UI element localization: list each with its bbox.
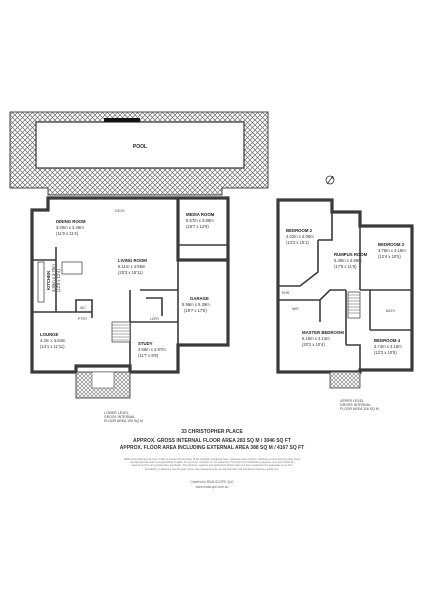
stairs-lower bbox=[111, 321, 131, 343]
bath-label: BATH bbox=[386, 309, 396, 313]
rumpus-name: RUMPUS ROOM bbox=[334, 252, 368, 257]
master-size-ft: (20'2 x 10'4) bbox=[302, 342, 325, 347]
rumpus-size: 5.30m x 3.69m bbox=[334, 258, 362, 263]
bedroom4-size: 3.74m x 3.18m bbox=[374, 344, 402, 349]
bedroom2-size: 4.02m x 3.08m bbox=[286, 234, 314, 239]
bedroom3-name: BEDROOM 3 bbox=[378, 242, 405, 247]
external-floor-area: APPROX. FLOOR AREA INCLUDING EXTERNAL AR… bbox=[119, 445, 305, 451]
wc-label: WC bbox=[80, 306, 86, 310]
disclaimer-line: While every attempt has been made to ens… bbox=[123, 458, 301, 461]
credit-line1: Created by REALSCOPE QLD bbox=[190, 480, 234, 484]
master-size: 6.15m x 3.14m bbox=[302, 336, 330, 341]
disclaimer-line: used as such by any prospective purchase… bbox=[131, 464, 293, 468]
disclaimer: While every attempt has been made to ens… bbox=[62, 458, 362, 471]
study-size: 3.56m x 2.97m bbox=[138, 347, 166, 352]
study-size-ft: (11'7 x 9'9) bbox=[138, 353, 159, 358]
credit-line2: www.realscope.com.au bbox=[195, 485, 229, 489]
kitchen-island bbox=[61, 261, 83, 275]
pool-deck bbox=[9, 111, 269, 196]
bedroom4-name: BEDROOM 4 bbox=[374, 338, 401, 343]
pool bbox=[35, 121, 245, 169]
upper-level-line2: GROSS INTERNAL bbox=[340, 403, 371, 407]
bedroom2-name: BEDROOM 2 bbox=[286, 228, 313, 233]
garage-size-ft: (19'7 x 17'8) bbox=[184, 308, 207, 313]
rumpus-size-ft: (17'5 x 11'8) bbox=[334, 264, 357, 269]
bedroom3-size-ft: (12'4 x 10'5) bbox=[378, 254, 401, 259]
bedroom2-size-ft: (13'2 x 10'1) bbox=[286, 240, 309, 245]
upper-level-line1: UPPER LEVEL bbox=[340, 399, 364, 403]
pool-label: POOL bbox=[133, 144, 147, 150]
bedroom4-size-ft: (12'3 x 10'5) bbox=[374, 350, 397, 355]
lower-level-line3: FLOOR AREA 159 SQ M bbox=[104, 419, 143, 423]
media-room-name: MEDIA ROOM bbox=[186, 212, 215, 217]
kitchen-name: KITCHEN bbox=[46, 271, 51, 290]
lower-level-line1: LOWER LEVEL bbox=[104, 411, 129, 415]
kitchen-bench bbox=[37, 261, 45, 303]
upper-balcony bbox=[329, 371, 361, 389]
deck-label: DECK bbox=[115, 209, 125, 213]
lounge-size-ft: (14'1 x 11'11) bbox=[40, 344, 65, 349]
address: 33 CHRISTOPHER PLACE bbox=[181, 429, 243, 435]
kitchen-size-ft: (12'8 x 12'4) bbox=[56, 269, 61, 292]
disclaimer-line: operability or efficiency can be given. … bbox=[144, 467, 280, 471]
lounge-name: LOUNGE bbox=[40, 332, 59, 337]
living-room-name: LIVING ROOM bbox=[118, 258, 147, 263]
laundry-label: LDRY bbox=[150, 317, 160, 321]
garage-size: 5.96m x 5.39m bbox=[182, 302, 210, 307]
garage-name: GARAGE bbox=[190, 296, 209, 301]
ens-label: ENS bbox=[282, 291, 290, 295]
disclaimer-line: are approximate and no responsibility is… bbox=[130, 461, 294, 465]
gross-floor-area: APPROX. GROSS INTERNAL FLOOR AREA 283 SQ… bbox=[133, 438, 291, 444]
study-name: STUDY bbox=[138, 341, 153, 346]
dining-room-name: DINING ROOM bbox=[56, 219, 86, 224]
pantry-label: PTRY bbox=[78, 317, 88, 321]
bedroom3-size: 3.76m x 3.18m bbox=[378, 248, 406, 253]
wir-label: WIR bbox=[292, 307, 299, 311]
dining-room-size: 3.00m x 3.46m bbox=[56, 225, 84, 230]
media-room-size: 5.67m x 3.89m bbox=[186, 218, 214, 223]
compass-icon bbox=[325, 175, 335, 185]
living-room-size-ft: (20'3 x 15'11) bbox=[118, 270, 143, 275]
upper-level-line3: FLOOR AREA 116 SQ M bbox=[340, 407, 379, 411]
kitchen-size: 3.86m x 3.76m bbox=[51, 264, 56, 292]
media-room-size-ft: (18'7 x 12'9) bbox=[186, 224, 209, 229]
lounge-size: 4.3m x 3.64m bbox=[40, 338, 66, 343]
stairs-upper bbox=[347, 291, 361, 319]
lower-level-line2: GROSS INTERNAL bbox=[104, 415, 135, 419]
living-room-size: 6.11m x 4.85m bbox=[118, 264, 146, 269]
dining-room-size-ft: (11'9 x 11'4) bbox=[56, 231, 79, 236]
master-name: MASTER BEDROOM bbox=[302, 330, 344, 335]
